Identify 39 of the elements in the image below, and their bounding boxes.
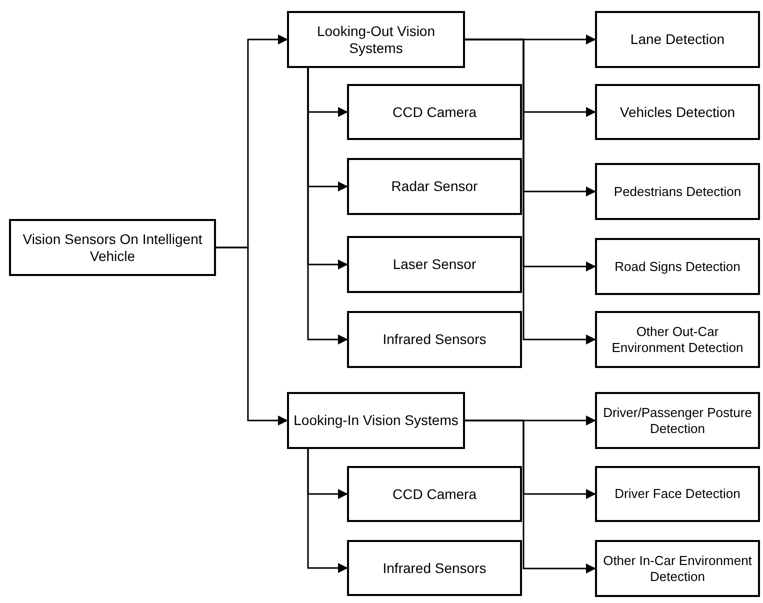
arrow xyxy=(216,246,288,426)
box-label: Driver Face Detection xyxy=(614,486,740,502)
process-box xyxy=(347,311,522,368)
process-box xyxy=(347,236,522,293)
arrow xyxy=(307,68,348,344)
process-box xyxy=(347,84,522,140)
process-box xyxy=(347,540,522,596)
box-label: Other In-Car Environment Detection xyxy=(602,552,753,584)
box-label: Lane Detection xyxy=(630,31,725,48)
box-label: Pedestrians Detection xyxy=(614,184,742,200)
arrow xyxy=(465,38,596,344)
process-box xyxy=(347,466,522,522)
box-label: Infrared Sensors xyxy=(382,560,486,576)
process-box xyxy=(9,219,216,276)
box-label: Other Out-Car Environment Detection xyxy=(610,324,744,356)
box-label: Vision Sensors On Intelligent Vehicle xyxy=(22,230,204,264)
process-box xyxy=(595,466,760,522)
box-label: Looking-Out Vision Systems xyxy=(316,22,436,56)
process-box xyxy=(595,311,760,368)
box-label: Laser Sensor xyxy=(392,256,476,273)
process-box xyxy=(347,158,522,215)
arrow xyxy=(465,420,596,574)
box-label: Infrared Sensors xyxy=(382,331,486,348)
process-box xyxy=(287,11,465,68)
process-box xyxy=(595,163,760,220)
box-label: Radar Sensor xyxy=(391,178,478,195)
box-label: CCD Camera xyxy=(392,486,476,502)
process-box xyxy=(595,11,760,68)
box-label: Road Signs Detection xyxy=(614,258,740,274)
arrow xyxy=(307,449,348,573)
process-box xyxy=(287,392,465,449)
process-box xyxy=(595,84,760,140)
process-box xyxy=(595,540,760,597)
process-box xyxy=(595,392,760,449)
process-box xyxy=(595,238,760,295)
box-label: Looking-In Vision Systems xyxy=(294,412,458,429)
box-label: CCD Camera xyxy=(392,104,476,120)
box-label: Vehicles Detection xyxy=(620,104,736,120)
box-label: Driver/Passenger Posture Detection xyxy=(602,404,753,436)
